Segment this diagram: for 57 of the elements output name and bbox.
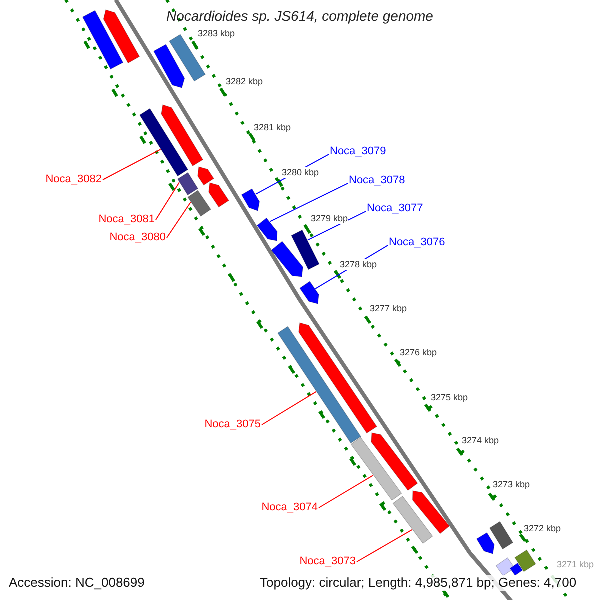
gene-block [278,326,362,444]
gene-block [256,218,278,242]
gene-label: Noca_3073 [300,556,356,568]
gene-block [82,10,124,70]
gene-label: Noca_3075 [204,418,261,432]
leader-line [318,475,374,508]
gene-block [412,490,450,534]
tick-label: 3283 kbp [198,28,236,40]
tick-label: 3275 kbp [431,392,468,404]
gene-label: Noca_3079 [330,146,386,158]
title: Nocardioides sp. JS614, complete genome [166,8,434,24]
tick-label: 3282 kbp [226,76,264,88]
leader-line [102,149,162,180]
leader-line [262,391,317,426]
gene-block [291,230,320,270]
leader-line [307,211,366,241]
gene-block [139,108,189,177]
leader-line [166,202,192,238]
gene-block [371,432,418,492]
gene-label: Noca_3078 [349,174,406,188]
gene-label: Noca_3082 [46,174,102,186]
gene-block [177,172,199,196]
leader-line [156,182,180,220]
tick-label: 3277 kbp [370,304,408,314]
tick-label: 3271 kbp [557,560,594,570]
gene-block [198,166,214,186]
tick-label: 3274 kbp [462,436,500,446]
tick-label: 3276 kbp [400,348,438,358]
tick-label: 3280 kbp [282,168,320,178]
gene-block [476,532,495,554]
gene-label: Noca_3081 [98,214,155,226]
gene-block [489,521,514,550]
gene-block [298,322,378,434]
gene-label: Noca_3080 [110,232,166,244]
leader-line [356,529,413,562]
gene-block [350,437,402,501]
gene-label: Noca_3074 [262,502,318,514]
tick-label: 3279 kbp [311,214,348,224]
gene-block [241,188,260,212]
gene-block [300,281,320,304]
gene-block [208,182,230,208]
gene-block [154,44,186,88]
gene-block [392,496,434,544]
gene-label: Noca_3077 [367,202,424,216]
summary-text: Topology: circular; Length: 4,985,871 bp; Genes: 4,700 [260,575,577,591]
gene-block [271,241,304,278]
gene-block [103,10,140,64]
tick-label: 3273 kbp [493,480,530,490]
gene-block [514,550,536,572]
accession-text: Accession: NC_008699 [9,575,145,591]
gene-block [188,190,212,217]
leader-line [270,183,348,222]
tick-label: 3278 kbp [340,260,378,270]
tick-label: 3281 kbp [254,122,292,134]
gene-label: Noca_3076 [389,236,446,250]
gene-block [161,104,204,167]
tick-label: 3272 kbp [524,524,562,534]
